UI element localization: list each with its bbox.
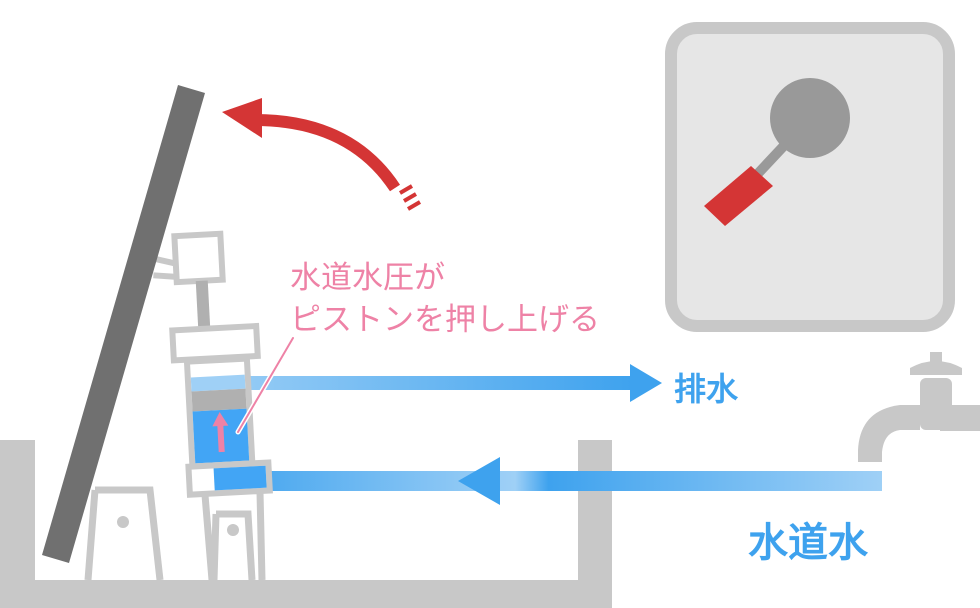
- annotation-line-2: ピストンを押し上げる: [290, 302, 600, 338]
- drain-arrow-head: [630, 364, 662, 402]
- pivot-dot: [117, 516, 129, 528]
- support-stand-piston: [201, 491, 266, 581]
- valve-knob: [770, 78, 850, 158]
- inlet-arrow-head: [458, 457, 500, 505]
- inlet-pipe: [215, 471, 882, 491]
- drain-label: 排水: [674, 370, 739, 408]
- valve-handle: [704, 166, 773, 226]
- drain-pipe: [190, 376, 635, 390]
- support-stand-left: [84, 486, 164, 581]
- lever: [42, 85, 205, 563]
- piston-assembly: [151, 230, 273, 498]
- tap-water-label: 水道水: [748, 520, 868, 566]
- valve-panel: [665, 22, 955, 332]
- faucet-icon: [858, 352, 980, 462]
- tank: [0, 440, 612, 608]
- push-up-arrow: [217, 423, 225, 453]
- rotation-arrow: [222, 98, 422, 211]
- annotation-line-1: 水道水圧が: [290, 260, 445, 296]
